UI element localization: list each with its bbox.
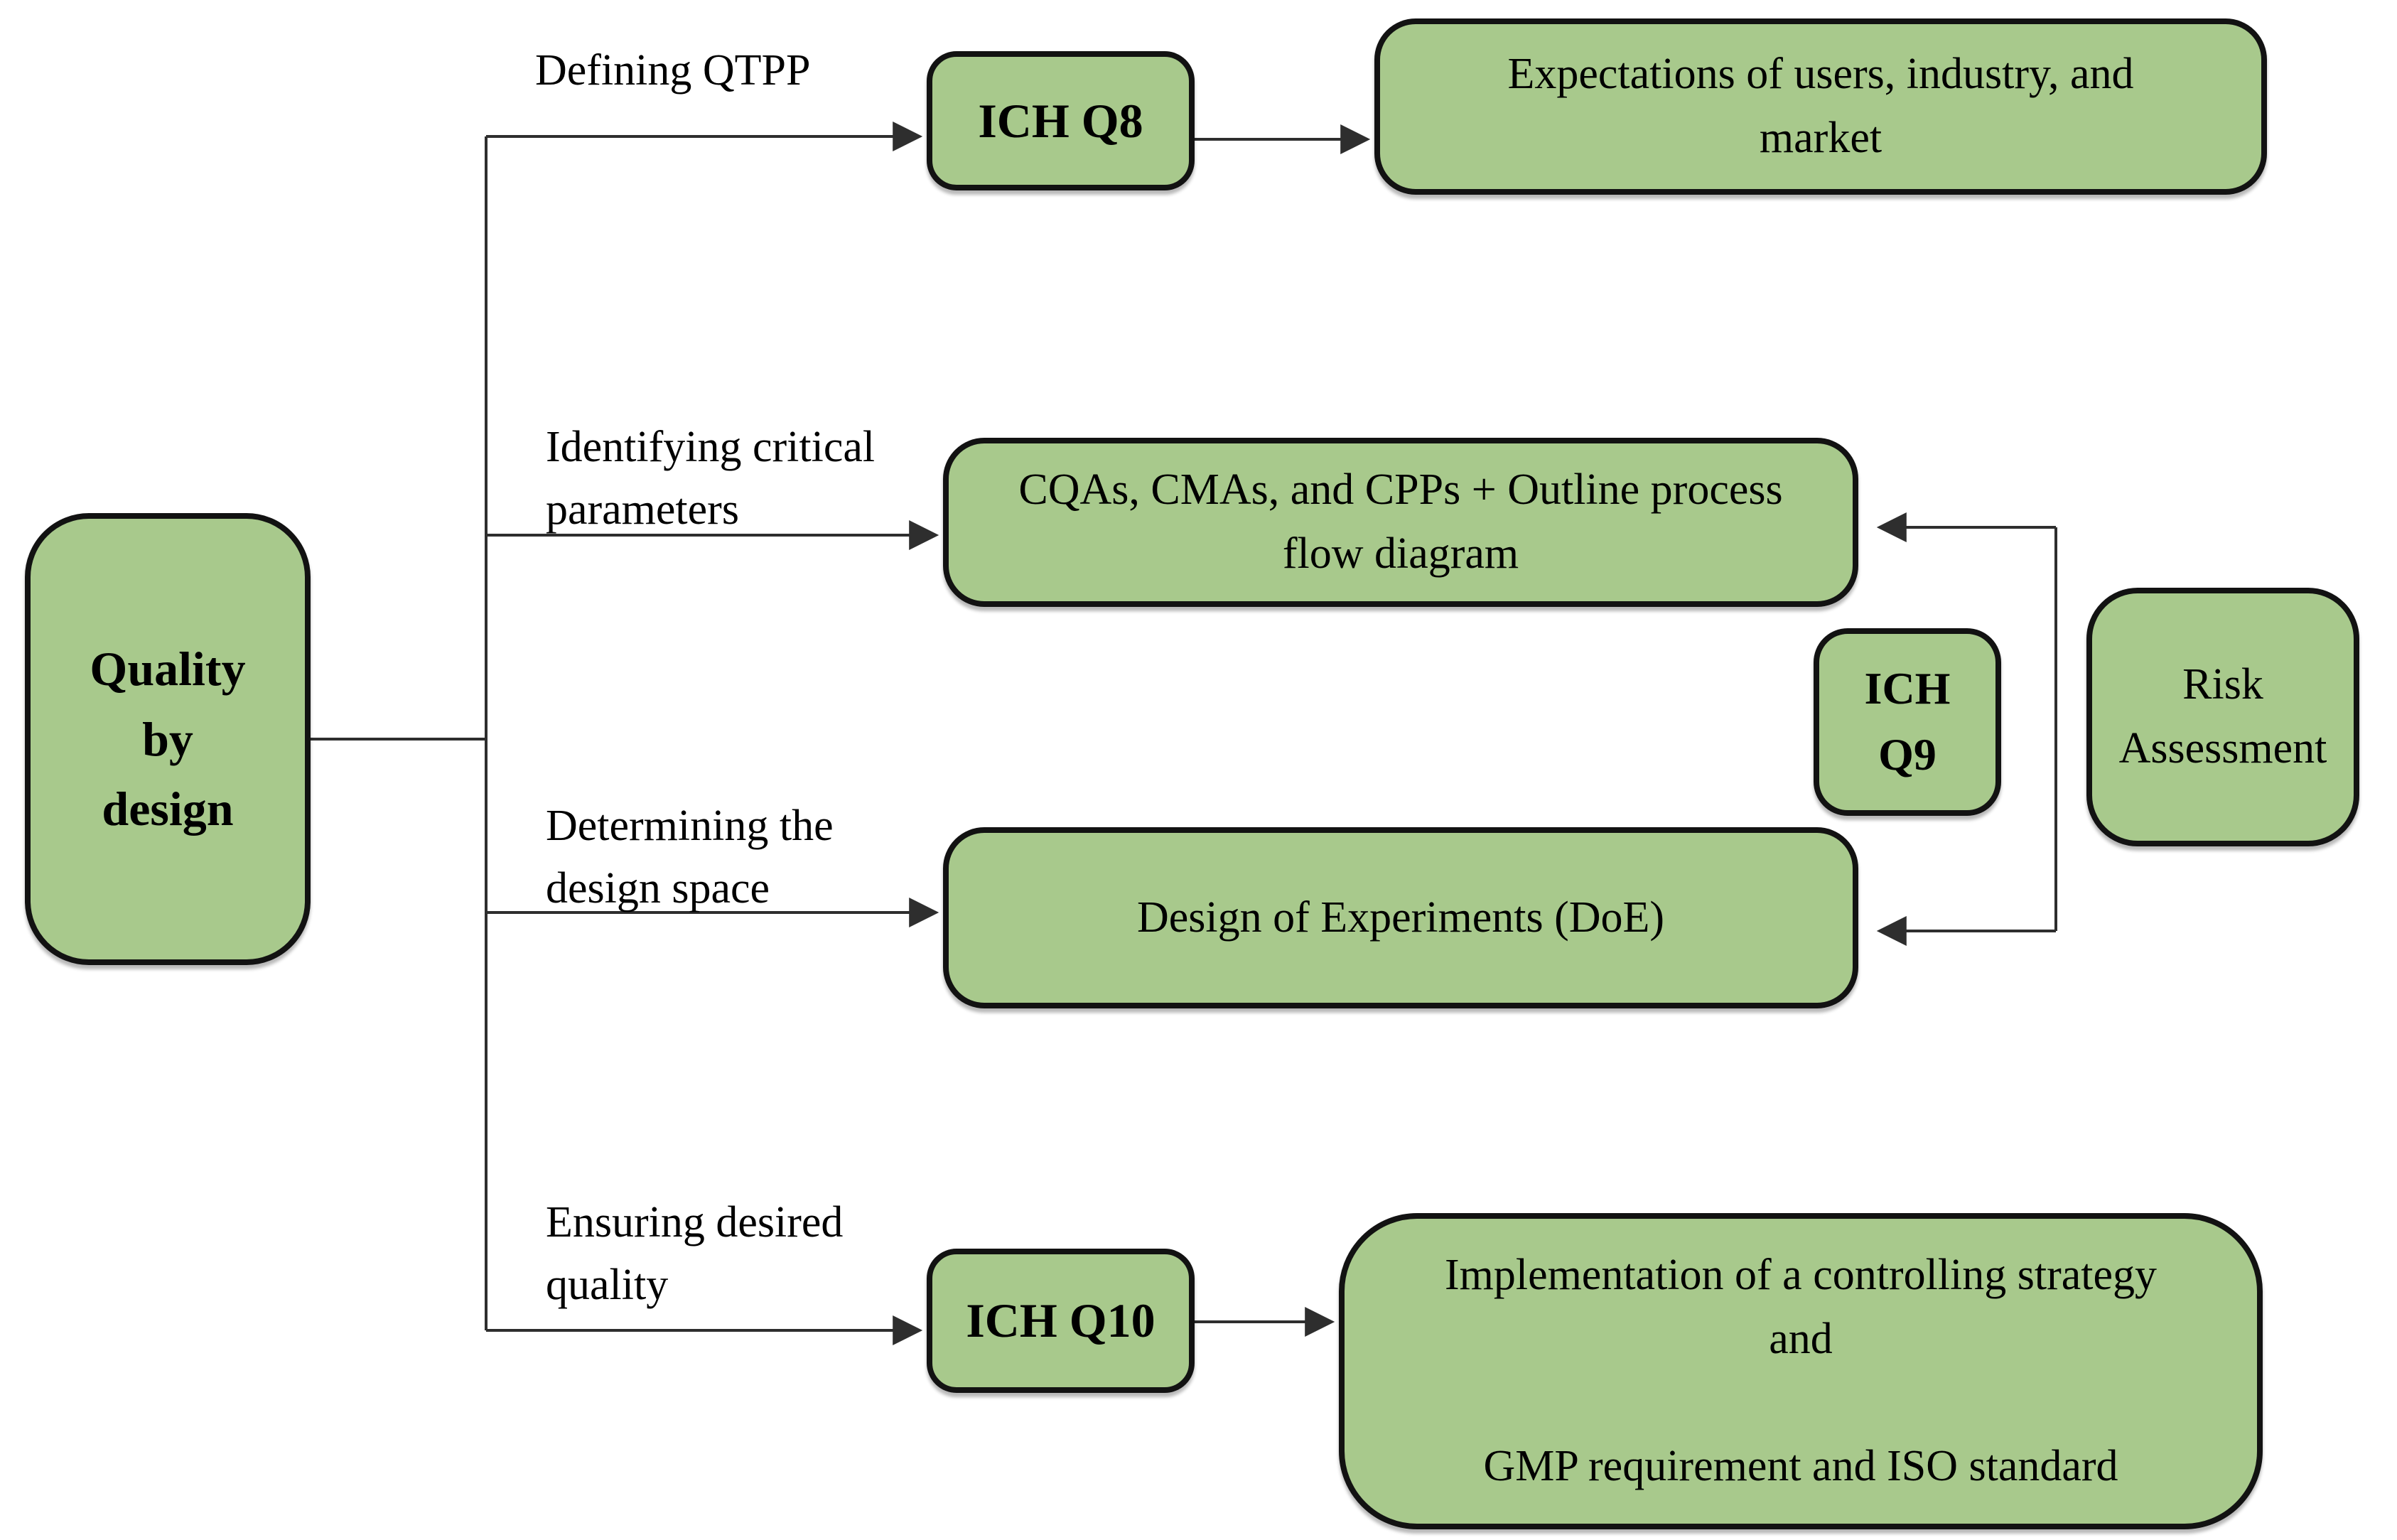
- branch-label-determining-design-space: Determining the design space: [546, 802, 834, 913]
- expectations-node: Expectations of users, industry, and mar…: [1374, 18, 2267, 195]
- ich-q10-node: ICH Q10: [927, 1249, 1195, 1393]
- implementation-node: Implementation of a controlling strategy…: [1339, 1213, 2263, 1529]
- risk-assessment-node: Risk Assessment: [2086, 588, 2359, 846]
- ich-q9-node: ICH Q9: [1814, 628, 2001, 816]
- doe-node: Design of Experiments (DoE): [943, 827, 1858, 1008]
- ich-q8-node: ICH Q8: [927, 51, 1195, 190]
- branch-label-ensuring-desired-quality: Ensuring desired quality: [546, 1198, 844, 1310]
- quality-by-design-node: Quality by design: [25, 513, 311, 965]
- branch-label-identifying-critical-parameters: Identifying critical parameters: [546, 423, 876, 534]
- cqas-node: CQAs, CMAs, and CPPs + Outline process f…: [943, 438, 1858, 607]
- branch-label-defining-qtpp: Defining QTPP: [535, 46, 811, 95]
